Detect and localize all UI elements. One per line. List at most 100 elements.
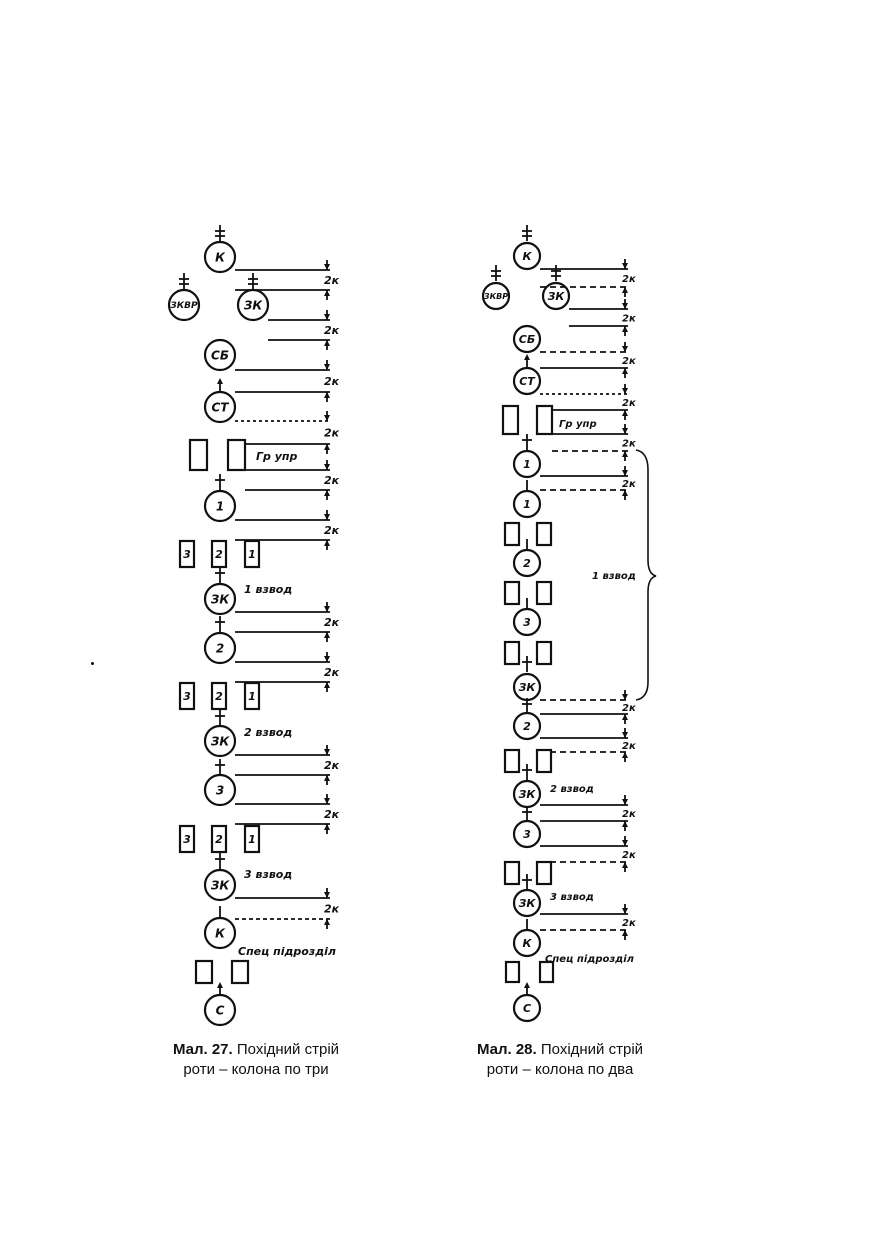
left-p2-vehicle-2-label: 2 <box>215 690 223 703</box>
left-deputy-edu-flag <box>179 273 189 289</box>
right-commander-shape <box>512 241 542 271</box>
left-spec-vehicle-2 <box>230 959 250 985</box>
right-p1-leader-b-shape <box>512 489 542 519</box>
right-gap-5-arrow-bottom <box>622 451 628 457</box>
left-gap-3-label: 2к <box>324 375 340 388</box>
left-group-vehicle-1 <box>188 438 209 472</box>
left-p2-zk-flag <box>215 710 225 726</box>
left-gap-1-label: 2к <box>324 274 340 287</box>
left-p3-vehicle-3-label: 3 <box>183 833 191 846</box>
right-deputy-flag <box>551 265 561 281</box>
left-gap-1: 2к <box>235 260 340 300</box>
left-gap-7: 2к <box>235 602 340 642</box>
right-gap-2: 2к <box>569 299 636 336</box>
right-p1-sq3: 3 <box>512 607 542 637</box>
left-p2-leader-shape <box>203 631 237 665</box>
left-p1-deputy: ЗК <box>203 582 237 616</box>
left-p3-vehicle-2-shape <box>210 824 228 854</box>
right-group-vehicle-1 <box>501 404 520 436</box>
caption-left-number: Мал. 27. <box>172 1041 233 1058</box>
left-p1-vehicle-1: 1 <box>243 539 261 569</box>
right-gap-6: 2к <box>540 466 636 500</box>
right-commander: К <box>512 241 542 271</box>
right-gap-5-arrow-top <box>622 428 628 434</box>
right-deputy: ЗК <box>541 281 571 311</box>
right-p2-leader-label: 2 <box>523 720 531 733</box>
left-p1-leader-label: 1 <box>216 499 224 513</box>
right-p3-leader-shape <box>512 819 542 849</box>
left-spec-commander: К <box>203 916 237 950</box>
left-p2-deputy-shape <box>203 724 237 758</box>
right-p1-leader: 1 <box>512 449 542 479</box>
left-p3-vehicle-2-label: 2 <box>215 833 223 846</box>
right-gap-5-label: 2к <box>622 439 636 450</box>
right-medic-label: С <box>523 1002 531 1015</box>
left-gap-6-label: 2к <box>324 524 340 537</box>
right-p1-flag <box>522 434 532 450</box>
left-p1-leader-shape <box>203 489 237 523</box>
left-gap-3-arrow-top <box>324 364 330 370</box>
left-p2-deputy: ЗК <box>203 724 237 758</box>
left-gap-4-label: 2к <box>324 427 340 440</box>
left-deputy-flag <box>248 273 258 289</box>
left-platoon-3-label: 3 взвод <box>244 868 292 881</box>
right-p1-sq2-label: 2 <box>523 557 531 570</box>
left-gap-11: 2к <box>235 888 340 929</box>
right-p1-sq3-shape <box>512 607 542 637</box>
right-p3-vehicle-2 <box>535 860 553 886</box>
left-p3-leader-label: 3 <box>216 783 224 797</box>
left-p2-vehicle-1-label: 1 <box>248 690 256 703</box>
left-gap-1-arrow-bottom <box>324 290 330 296</box>
left-p3-vehicle-3-shape <box>178 824 196 854</box>
left-p3-vehicle-2: 2 <box>210 824 228 854</box>
left-gap-9-arrow-top <box>324 749 330 755</box>
left-p3-vehicle-3: 3 <box>178 824 196 854</box>
right-p2-leader: 2 <box>512 711 542 741</box>
left-p2-vehicle-3-label: 3 <box>183 690 191 703</box>
right-p2-zk-flag <box>522 764 532 780</box>
right-gap-1: 2к <box>540 259 636 297</box>
right-gap-3-label: 2к <box>622 356 636 367</box>
right-gap-3-arrow-top <box>622 346 628 352</box>
right-platoon-1-brace <box>635 449 657 701</box>
left-starshyna-label: СТ <box>212 400 230 414</box>
caption-right-number: Мал. 28. <box>476 1041 537 1058</box>
left-p2-vehicle-1-shape <box>243 681 261 711</box>
right-p1-vehicle-1 <box>503 521 521 547</box>
right-gap-8-arrow-top <box>622 732 628 738</box>
left-gap-6-arrow-bottom <box>324 540 330 546</box>
right-gap-4-arrow-top <box>622 388 628 394</box>
left-commander: К <box>203 240 237 274</box>
right-starshyna-label: СТ <box>519 375 536 388</box>
right-platoon-2-label: 2 взвод <box>550 784 594 795</box>
left-p2-vehicle-1: 1 <box>243 681 261 711</box>
right-starshyna: СТ <box>512 366 542 396</box>
right-gap-2-arrow-bottom <box>622 326 628 332</box>
right-gap-1-arrow-bottom <box>622 287 628 293</box>
left-gap-7-label: 2к <box>324 616 340 629</box>
left-p3-leader-shape <box>203 773 237 807</box>
right-spec-vehicle-2 <box>538 960 555 984</box>
right-group-label: Гр упр <box>559 419 597 430</box>
left-gap-7-arrow-top <box>324 606 330 612</box>
right-p2-vehicle-1 <box>503 748 521 774</box>
left-p3-deputy-label: ЗК <box>211 878 231 892</box>
right-starshyna-shape <box>512 366 542 396</box>
right-gap-8-arrow-bottom <box>622 752 628 758</box>
right-p3-zk-flag <box>522 874 532 890</box>
right-gap-11: 2к <box>540 904 636 940</box>
left-p3-flag <box>215 759 225 775</box>
right-gap-11-label: 2к <box>622 918 636 929</box>
right-gap-6-arrow-top <box>622 470 628 476</box>
right-p2-deputy: ЗК <box>512 779 542 809</box>
left-gap-1-arrow-top <box>324 264 330 270</box>
left-gap-2-arrow-bottom <box>324 340 330 346</box>
right-gap-11-arrow-bottom <box>622 930 628 936</box>
left-gap-11-arrow-top <box>324 892 330 898</box>
left-gap-2: 2к <box>268 310 340 350</box>
right-deputy-label: ЗК <box>548 290 566 303</box>
left-p1-vehicle-3-label: 3 <box>183 548 191 561</box>
right-p1-leader-label: 1 <box>523 458 531 471</box>
left-caret-c-head <box>217 982 223 988</box>
